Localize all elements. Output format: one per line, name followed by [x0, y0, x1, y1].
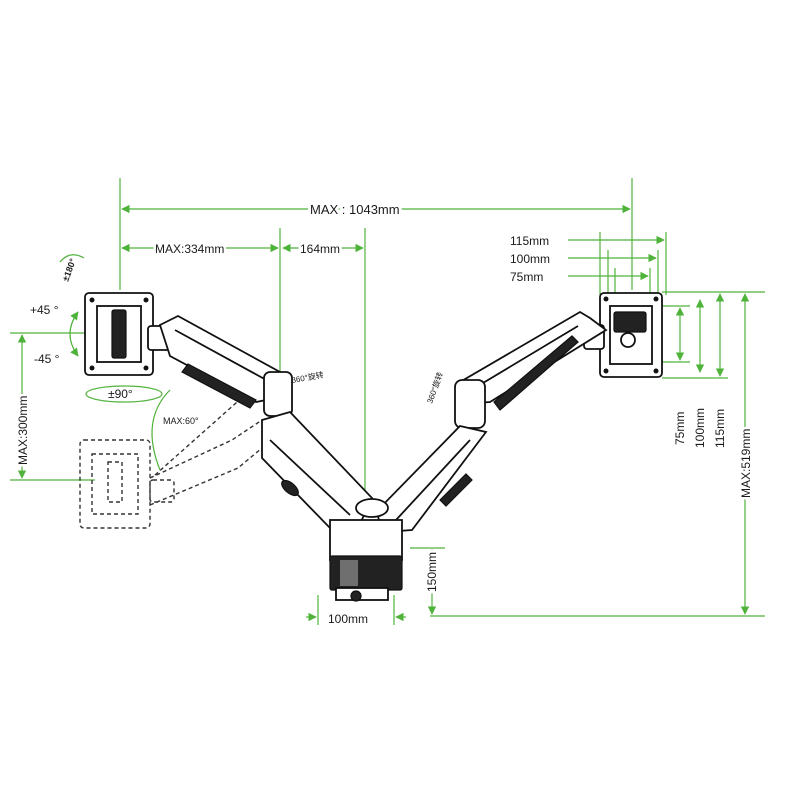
rotate-arc	[59, 254, 85, 263]
label-vesa-100: 100mm	[510, 252, 550, 266]
label-tilt-up: +45 °	[30, 303, 59, 317]
label-vesa-75: 75mm	[510, 270, 543, 284]
right-gas-spring	[493, 335, 579, 411]
right-monitor-assembly	[374, 292, 663, 533]
base-clamp-highlight	[340, 560, 358, 586]
right-upper-arm-groove	[477, 325, 579, 387]
right-vesa-hole-tl	[603, 296, 609, 302]
right-lower-arm-groove	[395, 439, 471, 521]
arm-lowered-upper	[149, 419, 263, 479]
center-pivot	[355, 498, 389, 518]
swivel-arc	[85, 385, 163, 403]
label-tilt-down: -45 °	[34, 352, 60, 366]
right-elbow-joint	[454, 379, 486, 429]
left-lower-arm	[261, 410, 374, 529]
label-vesa-v100: 100mm	[693, 408, 707, 448]
left-monitor-assembly	[84, 292, 374, 529]
label-joint-right: 360°旋转	[424, 371, 445, 405]
left-vesa-bracket	[111, 309, 127, 359]
label-arm-swing: MAX:60°	[163, 416, 199, 426]
left-cable-clip	[281, 479, 299, 497]
left-gas-spring	[181, 363, 257, 409]
base-foot	[335, 587, 389, 601]
label-center-offset: 164mm	[300, 242, 340, 256]
right-cable-clip	[439, 473, 473, 507]
left-lower-arm-groove	[269, 439, 351, 516]
vesa-plate-lowered	[79, 439, 151, 529]
left-vesa-hole-tl	[89, 297, 95, 303]
label-max-arm-reach: MAX:334mm	[155, 242, 224, 256]
dimension-lines	[10, 178, 765, 625]
label-vesa-v115: 115mm	[713, 409, 727, 448]
tilt-arc	[69, 311, 79, 357]
arm-lowered-lower	[149, 447, 263, 506]
label-base-width: 100mm	[328, 612, 368, 626]
vesa-plate-lowered-inner	[91, 453, 139, 515]
base-column	[329, 519, 403, 561]
left-vesa-hole-br	[143, 365, 149, 371]
dimension-labels: MAX : 1043mm MAX:334mm 164mm 115mm 100mm…	[14, 199, 756, 629]
left-vesa-hole-tr	[143, 297, 149, 303]
right-vesa-hole-br	[653, 368, 659, 374]
label-max-vertical-travel: MAX:300mm	[16, 396, 30, 465]
left-upper-arm-groove	[174, 329, 271, 383]
right-vesa-inner	[609, 305, 653, 365]
left-vesa-hole-bl	[89, 365, 95, 371]
vesa-bracket-lowered	[107, 461, 123, 503]
label-vesa-115: 115mm	[510, 234, 549, 248]
desk-mount-base	[329, 498, 403, 602]
label-swivel: ±90°	[108, 387, 133, 401]
label-joint-left: 360°旋转	[291, 369, 325, 384]
label-rotate: ±180°	[60, 257, 78, 283]
tilt-head-lowered	[149, 479, 175, 503]
label-vesa-v75: 75mm	[673, 412, 687, 445]
left-vesa-inner	[96, 305, 142, 363]
right-vesa-knob	[620, 332, 636, 348]
left-elbow-joint	[263, 371, 293, 417]
right-vesa-bracket	[613, 311, 647, 333]
label-max-height: MAX:519mm	[739, 429, 753, 498]
arm-swing-arc	[151, 389, 171, 471]
right-vesa-hole-bl	[603, 368, 609, 374]
right-vesa-hole-tr	[653, 296, 659, 302]
label-max-total-width: MAX : 1043mm	[310, 202, 400, 217]
label-base-height: 150mm	[425, 552, 439, 592]
base-knob	[350, 590, 362, 602]
